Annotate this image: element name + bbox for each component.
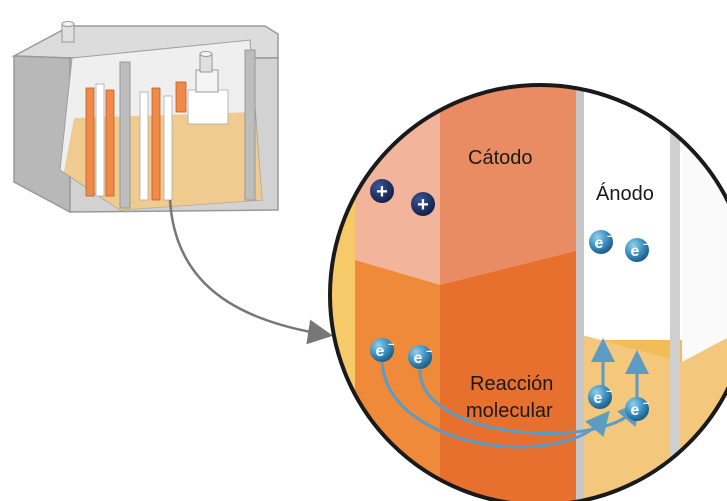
svg-text:−: − — [388, 339, 394, 351]
electron-icon: e− — [408, 345, 432, 369]
svg-text:−: − — [426, 346, 432, 358]
electron-icon: e− — [625, 397, 649, 421]
electron-icon: e− — [589, 230, 613, 254]
anode-label: Ánodo — [596, 182, 654, 205]
svg-text:e: e — [595, 235, 604, 252]
svg-text:+: + — [376, 181, 388, 203]
svg-text:e: e — [414, 350, 423, 367]
svg-text:e: e — [594, 390, 603, 407]
svg-text:e: e — [631, 243, 640, 260]
svg-text:e: e — [376, 343, 385, 360]
svg-text:e: e — [631, 402, 640, 419]
svg-text:−: − — [607, 231, 613, 243]
zoom-connector-arrow — [168, 199, 333, 345]
reaction-label-line2: molecular — [466, 400, 553, 422]
positive-ion-icon: + — [411, 192, 435, 216]
svg-text:−: − — [643, 239, 649, 251]
electron-flow-arrows — [380, 338, 649, 449]
electron-icon: e− — [625, 238, 649, 262]
magnifier-ring — [328, 83, 727, 501]
reaction-label-line1: Reacción — [470, 373, 553, 395]
positive-ion-icon: + — [370, 179, 394, 203]
electron-icon: e− — [588, 385, 612, 409]
battery-illustration — [11, 21, 279, 214]
svg-text:+: + — [417, 194, 429, 216]
cathode-label: Cátodo — [468, 147, 533, 169]
electron-group: e−e−e−e−e−e− — [370, 230, 649, 421]
electron-icon: e− — [370, 338, 394, 362]
svg-text:−: − — [643, 398, 649, 410]
svg-text:−: − — [606, 386, 612, 398]
